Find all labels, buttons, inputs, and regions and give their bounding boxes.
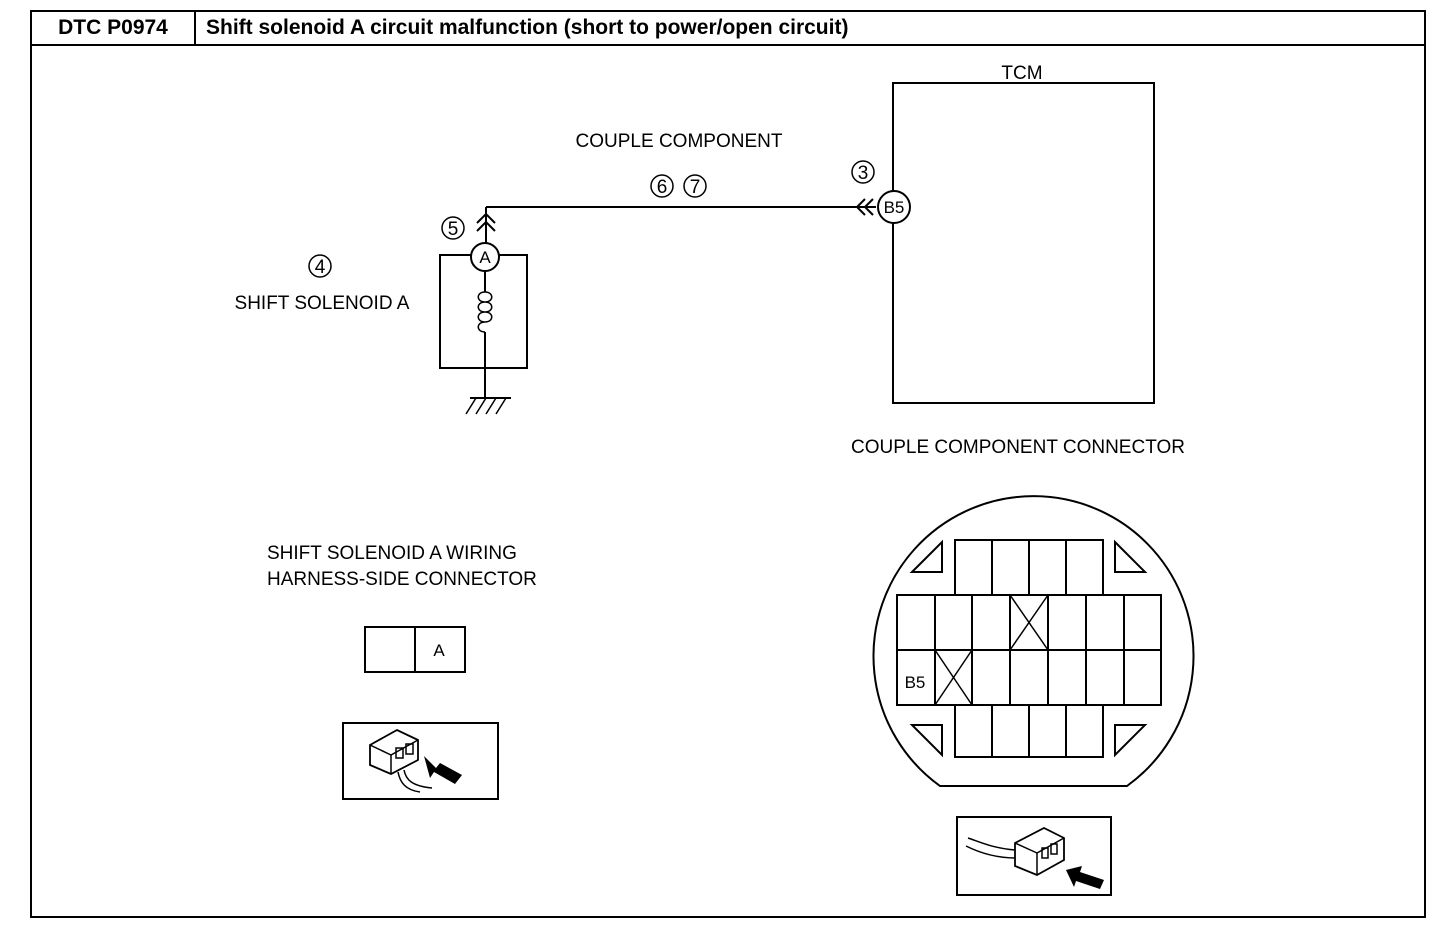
- couple-connector-face: [872, 495, 1195, 787]
- tcm-box: [892, 82, 1155, 404]
- step-7-circle: [683, 174, 707, 198]
- step-6-circle: [650, 174, 674, 198]
- harness-connector-title-2: HARNESS-SIDE CONNECTOR: [267, 569, 537, 590]
- harness-connector-face: [364, 626, 466, 673]
- couple-connector-title: COUPLE COMPONENT CONNECTOR: [851, 437, 1185, 458]
- step-5-circle: [441, 216, 465, 240]
- terminal-b5-circle: [877, 190, 911, 224]
- dtc-title: Shift solenoid A circuit malfunction (sh…: [206, 16, 849, 39]
- step-3-circle: [851, 160, 875, 184]
- harness-connector-title-1: SHIFT SOLENOID A WIRING: [267, 543, 517, 564]
- harness-connector-view-icon: [342, 722, 499, 800]
- ground-icon: [465, 368, 511, 415]
- step-7-label: 7: [690, 177, 701, 198]
- step-5-label: 5: [448, 219, 459, 240]
- diagram-frame: DTC P0974 Shift solenoid A circuit malfu…: [30, 10, 1426, 918]
- terminal-a-label: A: [479, 248, 491, 267]
- harness-connector-pin-a: A: [433, 641, 445, 660]
- dtc-header: DTC P0974 Shift solenoid A circuit malfu…: [32, 12, 1424, 46]
- step-6-label: 6: [657, 177, 668, 198]
- solenoid-coil-icon: [477, 271, 493, 368]
- terminal-b5-label: B5: [884, 198, 905, 217]
- couple-component-label: COUPLE COMPONENT: [576, 131, 783, 152]
- tcm-connector-mark: [855, 198, 874, 216]
- couple-connector-view-icon: [956, 816, 1112, 896]
- solenoid-label: SHIFT SOLENOID A: [235, 293, 410, 314]
- step-3-label: 3: [858, 163, 869, 184]
- tcm-label: TCM: [1001, 63, 1042, 84]
- dtc-code: DTC P0974: [32, 12, 196, 44]
- step-4-label: 4: [315, 257, 326, 278]
- step-4-circle: [308, 254, 332, 278]
- couple-connector-pin-b5: B5: [905, 673, 926, 692]
- solenoid-connector-mark: [476, 212, 496, 232]
